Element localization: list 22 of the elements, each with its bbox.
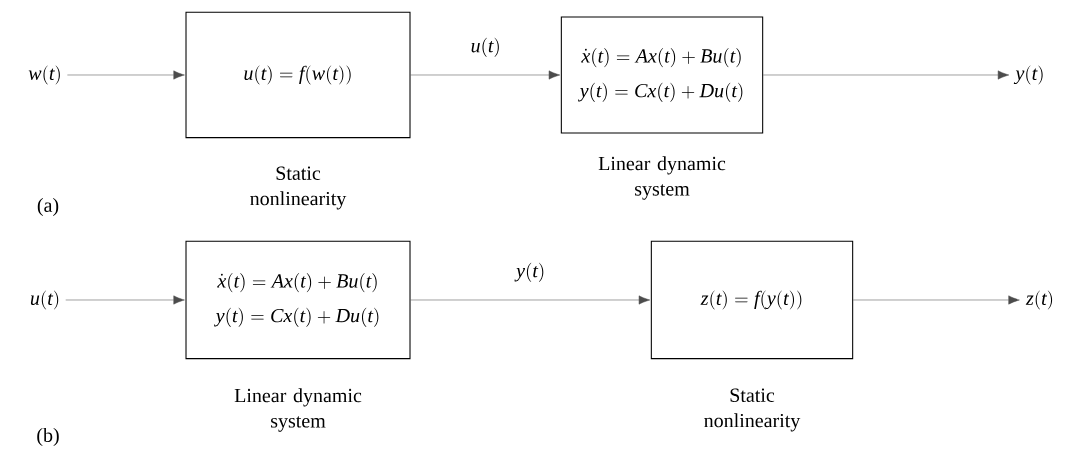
signal-label: $u(t)$ bbox=[30, 290, 59, 310]
process-box: $z(t) = f(y(t))$ bbox=[650, 240, 854, 360]
block-caption: Static nonlinearity bbox=[704, 388, 801, 432]
block-caption: Linear dynamic system bbox=[598, 156, 726, 200]
block-caption: Static nonlinearity bbox=[250, 166, 347, 210]
arrow bbox=[852, 295, 1020, 305]
arrow bbox=[67, 70, 185, 80]
block-caption: Linear dynamic system bbox=[234, 388, 362, 432]
edge-label: $u(t)$ bbox=[471, 37, 499, 57]
process-box: $\dot{x}(t) = Ax(t) + Bu(t)$ $y(t) = Cx(t) + Du(t)$ bbox=[185, 240, 411, 360]
signal-label: $y(t)$ bbox=[1013, 65, 1043, 85]
process-box: $u(t) = f(w(t))$ bbox=[185, 11, 411, 139]
signal-label: $z(t)$ bbox=[1025, 290, 1053, 310]
process-box: $\dot{x}(t) = Ax(t) + Bu(t)$ $y(t) = Cx(t) + Du(t)$ bbox=[560, 16, 764, 134]
panel-label: (a) bbox=[37, 197, 59, 217]
signal-label: $w(t)$ bbox=[28, 65, 60, 85]
arrow bbox=[410, 70, 560, 80]
edge-label: $y(t)$ bbox=[514, 262, 544, 282]
arrow bbox=[410, 295, 650, 305]
panel-label: (b) bbox=[37, 427, 59, 447]
arrow bbox=[65, 295, 185, 305]
arrow bbox=[762, 70, 1010, 80]
